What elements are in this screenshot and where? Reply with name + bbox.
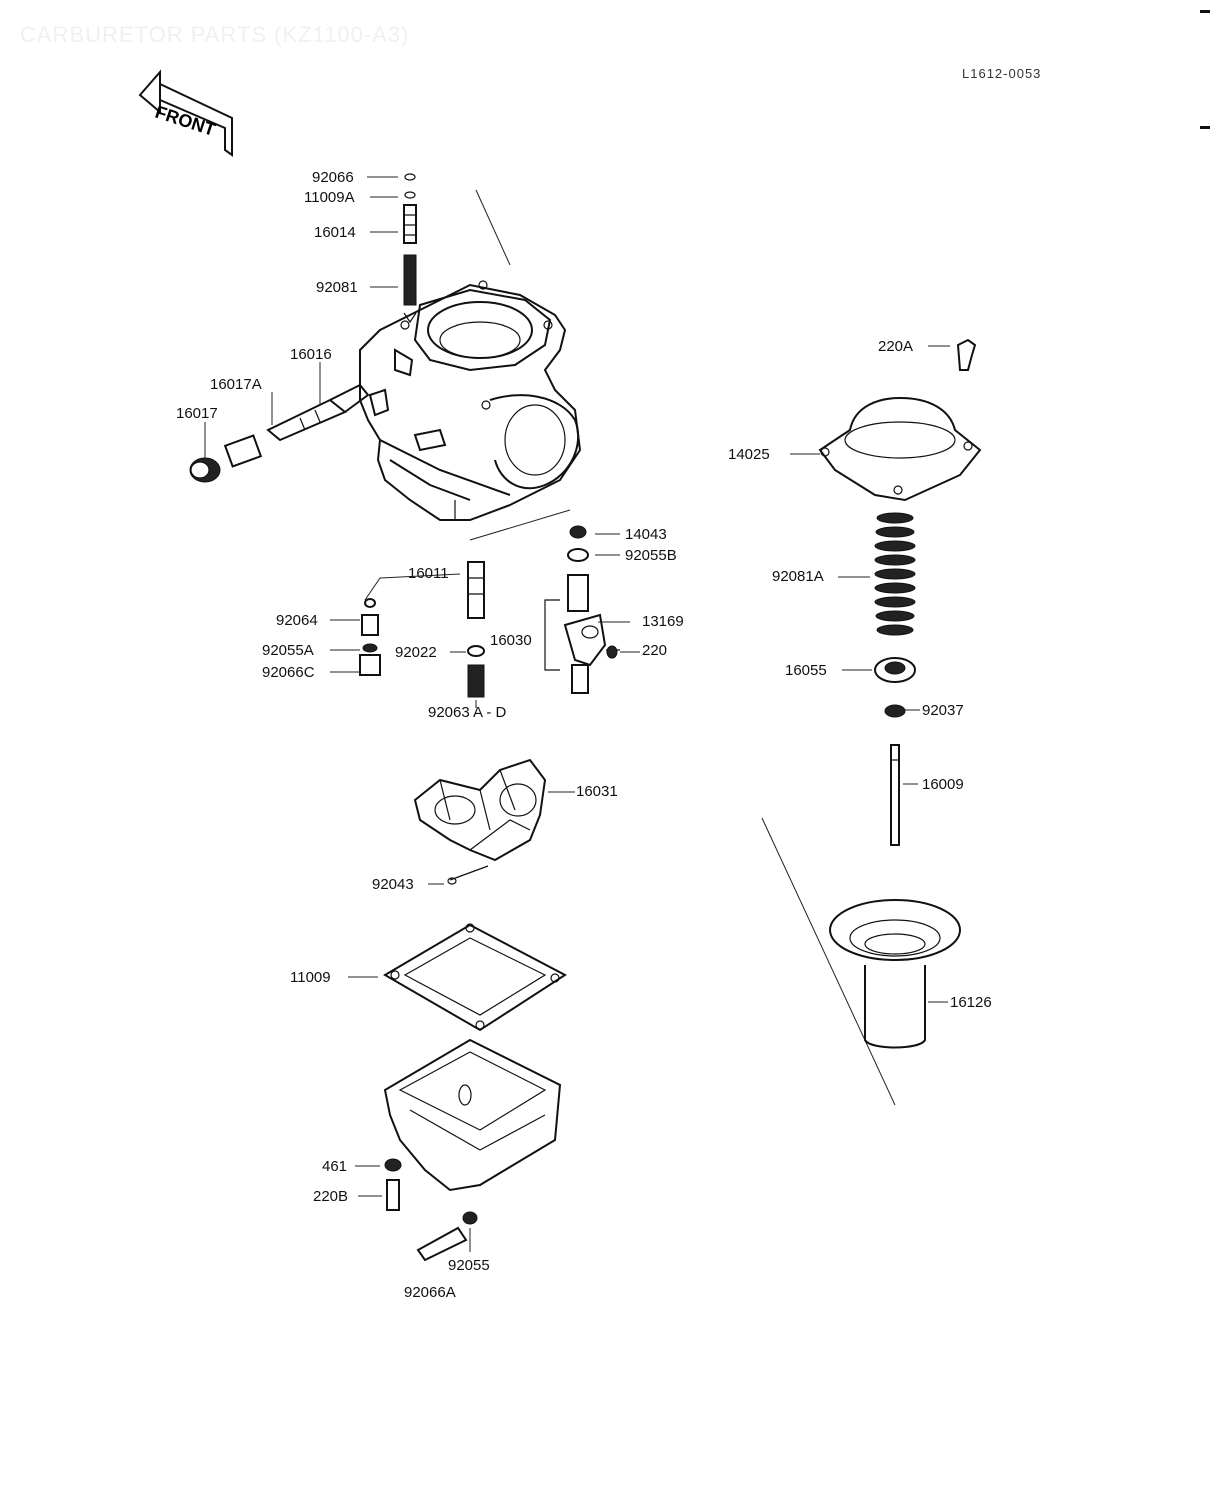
pointer-line-mid (469, 509, 571, 541)
label-92066: 92066 (312, 169, 354, 186)
vacuum-chamber-cover (818, 338, 982, 502)
label-92043: 92043 (372, 876, 414, 893)
label-16031: 16031 (576, 783, 618, 800)
label-16014: 16014 (314, 224, 356, 241)
needle-retainer-parts (874, 657, 916, 846)
label-16016: 16016 (290, 346, 332, 363)
label-220A: 220A (878, 338, 914, 355)
label-92022: 92022 (395, 644, 437, 661)
label-92055: 92055 (448, 1257, 490, 1274)
label-92081A: 92081A (772, 568, 824, 585)
pilot-jet-parts (544, 525, 620, 694)
reference-number: L1612-0053 (962, 66, 1042, 81)
label-16055: 16055 (785, 662, 827, 679)
label-16009: 16009 (922, 776, 964, 793)
margin-mark-top (1200, 10, 1210, 13)
label-16030: 16030 (490, 632, 532, 649)
label-92055A: 92055A (262, 642, 314, 659)
leader-lines (204, 176, 950, 1252)
label-92037: 92037 (922, 702, 964, 719)
carburetor-body (359, 280, 582, 521)
label-16126: 16126 (950, 994, 992, 1011)
float-assembly (413, 758, 547, 885)
margin-mark-bottom (1200, 126, 1210, 129)
label-92064: 92064 (276, 612, 318, 629)
label-16011: 16011 (408, 565, 449, 582)
float-bowl-gasket (383, 923, 567, 1032)
pointer-line-top (475, 189, 511, 266)
label-220: 220 (642, 642, 668, 659)
label-11009A: 11009A (304, 189, 355, 206)
label-16017: 16017 (176, 405, 218, 422)
choke-plunger-parts (189, 383, 370, 483)
label-92081: 92081 (316, 279, 358, 296)
vacuum-piston (829, 899, 961, 1049)
float-bowl (383, 1038, 562, 1262)
front-arrow-icon: FRONT (138, 69, 233, 157)
label-13169: 13169 (642, 613, 684, 630)
page-title: CARBURETOR PARTS (KZ1100-A3) (20, 22, 410, 47)
label-461: 461 (322, 1158, 348, 1175)
needle-jet-parts (359, 561, 485, 698)
label-16017A: 16017A (210, 376, 262, 393)
label-92066C: 92066C (262, 664, 315, 681)
label-92055B: 92055B (625, 547, 677, 564)
pilot-screw-stack (403, 173, 417, 324)
label-11009: 11009 (290, 969, 331, 986)
label-92063: 92063 A - D (428, 704, 507, 721)
label-14025: 14025 (728, 446, 770, 463)
label-14043: 14043 (625, 526, 667, 543)
pointer-line-right (761, 817, 896, 1106)
spring (874, 512, 916, 636)
label-220B: 220B (313, 1188, 349, 1205)
label-92066A: 92066A (404, 1284, 456, 1301)
